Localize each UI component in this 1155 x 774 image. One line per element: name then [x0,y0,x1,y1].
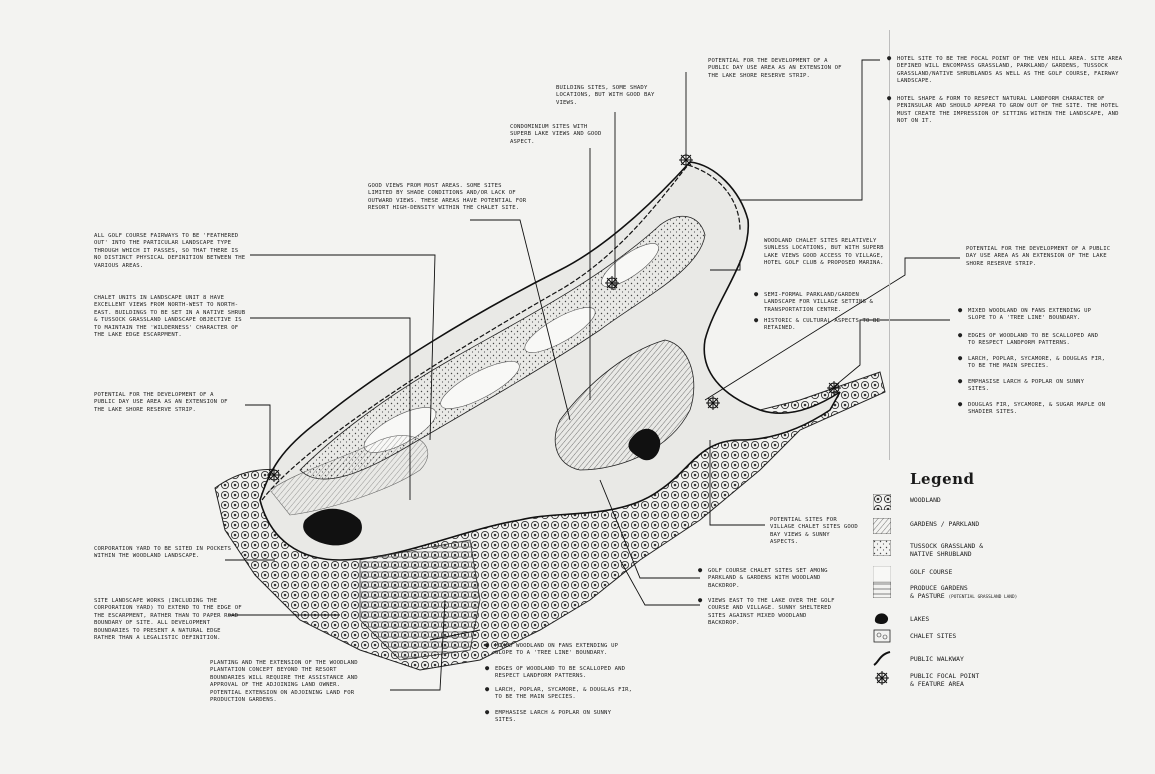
fairway [601,243,659,287]
legend-label: Golf course [910,568,953,576]
note-emphasise-bottom: Emphasise larch & poplar on sunny sites. [485,709,635,725]
note-views-east: Views east to the lake over the golf cou… [698,597,838,628]
focal-point-icon [875,671,889,685]
legend-item: Lakes [873,610,1103,628]
gardens-parkland-area [554,339,695,471]
note-edges-woodland-right: Edges of woodland to be scalloped and to… [958,332,1108,348]
note-semi-formal: Semi-formal parkland/garden landscape fo… [754,291,894,314]
divider-line [889,30,890,460]
note-good-views: Good views from most areas. Some sites l… [368,183,527,212]
legend-label: Gardens / Parkland [910,520,980,528]
note-chalet-units: Chalet units in landscape unit 8 have ex… [94,295,246,339]
note-corporation-yard: Corporation yard to be sited in pockets … [94,546,232,560]
produce-gardens-area [359,539,481,661]
note-public-day-left: Potential for the development of a publi… [94,392,228,413]
note-condominium-sites: Condominium sites with superb lake views… [510,124,602,145]
legend-item: Golf course [873,566,1103,584]
public-walkway [261,164,741,501]
legend-label: Produce gardens & pasture (potential gra… [910,584,1018,600]
focal-point-icon [706,396,720,410]
legend-label: Public focal point & feature area [910,672,980,688]
note-hotel-site: Hotel site to be the focal point of the … [887,55,1132,86]
legend-label: Tussock grassland & native shrubland [910,542,984,558]
note-historic: Historic & cultural aspects to be retain… [754,317,884,333]
note-public-day-right: Potential for the development of a publi… [966,246,1111,267]
note-mixed-woodland-right: Mixed woodland on fans extending up slop… [958,307,1108,323]
fairway [524,307,596,353]
note-woodland-chalet: Woodland chalet sites relatively sunless… [764,238,884,267]
note-potential-village: Potential sites for village chalet sites… [770,517,858,546]
note-larch-bottom: Larch, poplar, sycamore, & Douglas fir, … [485,686,635,702]
lake-swatch [874,613,889,624]
note-site-landscape: Site landscape works (including the corp… [94,598,242,642]
note-emphasise-right: Emphasise larch & poplar on sunny sites. [958,378,1108,394]
woodland-swatch [873,494,891,510]
note-douglas-right: Douglas fir, sycamore, & sugar maple on … [958,401,1108,417]
lake [628,428,661,461]
fairway [440,361,520,409]
legend-item: Public focal point & feature area [873,670,1103,696]
legend-label: Woodland [910,496,941,504]
legend-label: Lakes [910,615,930,623]
leader-lines [225,59,960,691]
lake [303,508,362,546]
tussock-swatch [873,540,891,556]
focal-point-icon [827,381,841,395]
note-hotel-shape: Hotel shape & form to respect natural la… [887,95,1132,126]
legend-item: Woodland [873,494,1103,512]
focal-point-icon [605,276,619,290]
legend: Legend Woodland Gardens / Parkland Tusso… [873,470,1103,700]
legend-item: Produce gardens & pasture (potential gra… [873,582,1103,608]
legend-item: Tussock grassland & native shrubland [873,540,1103,558]
note-public-day-top: Potential for the development of a publi… [708,58,842,79]
gardens-swatch [873,518,891,534]
legend-label: Public walkway [910,655,964,663]
note-edges-woodland-bottom: Edges of woodland to be scalloped and re… [485,665,635,681]
note-building-sites: Building sites, some shady locations, bu… [556,85,655,106]
note-golf-fairways: All golf course fairways to be 'feathere… [94,233,246,269]
chalet-swatch [873,629,891,643]
legend-label: Chalet sites [910,632,957,640]
legend-title: Legend [910,470,975,488]
note-planting-extension: Planting and the extension of the woodla… [210,660,358,704]
golf-swatch [873,566,891,582]
pasture-swatch [873,582,891,598]
focal-point-icon [679,153,693,167]
note-mixed-woodland-bottom: Mixed woodland on fans extending up slop… [485,642,635,658]
focal-point-icon [267,468,281,482]
legend-sublabel: (potential grassland land) [948,595,1018,600]
tussock-grassland-area [269,435,429,516]
note-golf-chalet: Golf course chalet sites set among parkl… [698,567,838,590]
legend-item: Chalet sites [873,628,1103,646]
note-larch-right: Larch, poplar, sycamore, & Douglas fir, … [958,355,1108,371]
legend-item: Public walkway [873,650,1103,668]
walkway-icon [873,651,891,666]
legend-item: Gardens / Parkland [873,518,1103,536]
